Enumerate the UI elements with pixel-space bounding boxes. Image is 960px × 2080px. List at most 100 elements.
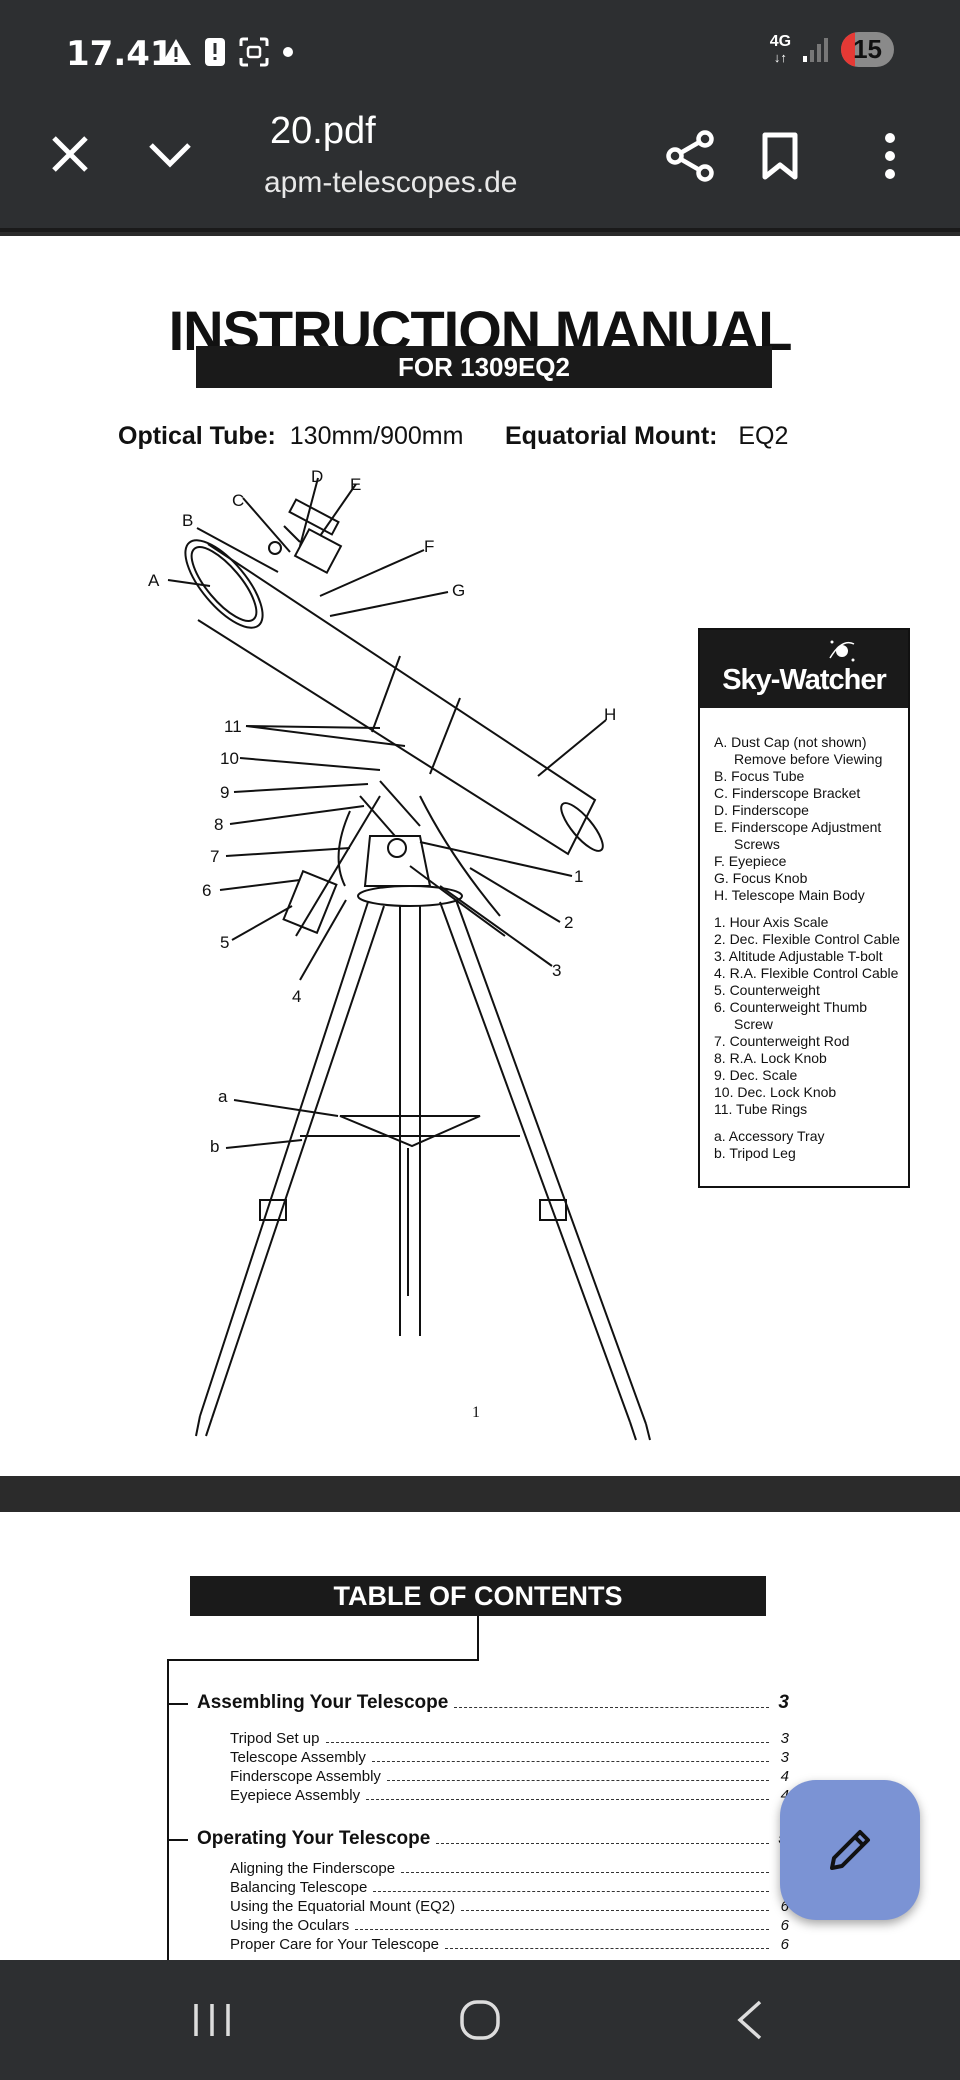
dot-icon xyxy=(283,47,293,57)
toc-item[interactable]: Aligning the Finderscope5 xyxy=(230,1860,789,1878)
warning-icon xyxy=(161,39,191,65)
callout-label: H xyxy=(604,705,616,724)
edit-fab[interactable] xyxy=(780,1780,920,1920)
more-options-button[interactable] xyxy=(858,124,922,188)
share-icon xyxy=(666,130,714,182)
telescope-diagram: A B C D E F G H 11 10 9 8 7 6 5 4 1 2 3 … xyxy=(148,467,651,1441)
file-name: 20.pdf xyxy=(270,110,376,152)
status-bar: 17.41 4G↓↑ 15 xyxy=(0,0,960,100)
collapse-button[interactable] xyxy=(138,122,202,186)
legend-item: H. Telescope Main Body xyxy=(714,887,865,903)
back-button[interactable] xyxy=(720,1990,780,2050)
legend-letters: A. Dust Cap (not shown) Remove before Vi… xyxy=(700,734,908,904)
signal-icon xyxy=(803,37,829,62)
callout-label: C xyxy=(232,491,244,510)
legend-item: D. Finderscope xyxy=(714,802,809,818)
legend-item: 8. R.A. Lock Knob xyxy=(714,1050,827,1066)
legend-item: b. Tripod Leg xyxy=(714,1145,796,1161)
callout-label: 11 xyxy=(224,717,242,736)
callout-label: 6 xyxy=(202,881,211,900)
legend-item: 9. Dec. Scale xyxy=(714,1067,798,1083)
callout-label: F xyxy=(424,537,434,556)
home-icon xyxy=(460,2000,500,2040)
battery-indicator: 15 xyxy=(841,32,894,67)
brand-logo: Sky-Watcher xyxy=(722,664,887,696)
callout-label: A xyxy=(148,571,160,590)
page-number: 1 xyxy=(472,1404,480,1421)
home-button[interactable] xyxy=(450,1990,510,2050)
legend-item: a. Accessory Tray xyxy=(714,1128,825,1144)
callout-label: B xyxy=(182,511,193,530)
legend-lower: a. Accessory Tray b. Tripod Leg xyxy=(700,1128,908,1162)
callout-label: 4 xyxy=(292,987,301,1006)
bookmark-button[interactable] xyxy=(748,124,812,188)
toc-item[interactable]: Balancing Telescope5 xyxy=(230,1879,789,1897)
alert-card-icon xyxy=(205,38,225,66)
legend-header: Sky-Watcher xyxy=(700,630,908,708)
close-icon xyxy=(52,136,88,172)
callout-label: 1 xyxy=(574,867,583,886)
legend-numbers: 1. Hour Axis Scale 2. Dec. Flexible Cont… xyxy=(700,914,908,1118)
bookmark-icon xyxy=(762,132,798,180)
callout-label: 3 xyxy=(552,961,561,980)
toc-bracket xyxy=(167,1616,479,1960)
legend-item: 6. Counterweight Thumb Screw xyxy=(714,999,868,1032)
callout-label: 9 xyxy=(220,783,229,802)
legend-item: 2. Dec. Flexible Control Cable xyxy=(714,931,900,947)
callout-label: 7 xyxy=(210,847,219,866)
galaxy-logo-icon xyxy=(829,640,855,662)
toc-section[interactable]: Operating Your Telescope5 xyxy=(197,1828,789,1850)
toc-item[interactable]: Using the Equatorial Mount (EQ2)6 xyxy=(230,1898,789,1915)
network-type: 4G↓↑ xyxy=(769,32,792,65)
manual-subtitle: FOR 1309EQ2 xyxy=(196,346,772,388)
optical-tube-spec: Optical Tube: 130mm/900mm xyxy=(118,422,464,450)
callout-label: 8 xyxy=(214,815,223,834)
chevron-down-icon xyxy=(149,143,191,168)
callout-label: 2 xyxy=(564,913,573,932)
share-button[interactable] xyxy=(658,124,722,188)
source-domain: apm-telescopes.de xyxy=(264,166,518,199)
callout-label: D xyxy=(311,467,323,486)
recents-icon xyxy=(194,2004,230,2036)
system-navigation-bar xyxy=(0,1960,960,2080)
legend-item: E. Finderscope Adjustment Screws xyxy=(714,819,882,852)
system-icons: 4G↓↑ 15 xyxy=(770,32,894,67)
close-button[interactable] xyxy=(38,122,102,186)
legend-item: A. Dust Cap (not shown) Remove before Vi… xyxy=(714,734,883,767)
back-icon xyxy=(737,2000,762,2040)
pencil-icon xyxy=(830,1830,870,1870)
callout-label: G xyxy=(452,581,465,600)
clock: 17.41 xyxy=(66,34,174,74)
callout-label: b xyxy=(210,1137,219,1156)
legend-item: 10. Dec. Lock Knob xyxy=(714,1084,837,1100)
mount-spec: Equatorial Mount: EQ2 xyxy=(505,422,789,450)
legend-item: 3. Altitude Adjustable T-bolt xyxy=(714,948,883,964)
pdf-viewer-toolbar: 20.pdf apm-telescopes.de xyxy=(0,100,960,232)
recent-apps-button[interactable] xyxy=(182,1990,242,2050)
pdf-page-2[interactable]: TABLE OF CONTENTS Assembling Your Telesc… xyxy=(0,1512,960,1960)
legend-item: B. Focus Tube xyxy=(714,768,805,784)
legend-item: 1. Hour Axis Scale xyxy=(714,914,829,930)
screenshot-icon xyxy=(239,37,269,67)
legend-item: C. Finderscope Bracket xyxy=(714,785,861,801)
pdf-page-1[interactable]: INSTRUCTION MANUAL FOR 1309EQ2 Optical T… xyxy=(0,236,960,1476)
legend-item: F. Eyepiece xyxy=(714,853,787,869)
legend-item: 4. R.A. Flexible Control Cable xyxy=(714,965,899,981)
notification-icons xyxy=(160,36,294,68)
callout-label: a xyxy=(218,1087,228,1106)
legend-item: 7. Counterweight Rod xyxy=(714,1033,850,1049)
more-vert-icon xyxy=(885,133,895,179)
legend-item: G. Focus Knob xyxy=(714,870,808,886)
legend-item: 11. Tube Rings xyxy=(714,1101,808,1117)
callout-label: 5 xyxy=(220,933,229,952)
callout-label: 10 xyxy=(220,749,239,768)
legend-item: 5. Counterweight xyxy=(714,982,820,998)
parts-legend: Sky-Watcher A. Dust Cap (not shown) Remo… xyxy=(698,628,910,1188)
